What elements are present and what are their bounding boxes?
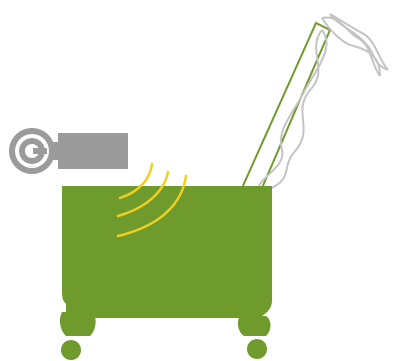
cart-leg-left xyxy=(60,312,96,336)
auger-helix-top-d xyxy=(330,14,388,70)
wheel-right xyxy=(247,339,267,359)
cart-body xyxy=(62,186,272,334)
cart-leg-right xyxy=(238,316,271,336)
pulley-hub-cut xyxy=(33,148,47,154)
auger-icon xyxy=(242,14,388,188)
wheel-left xyxy=(61,340,81,360)
cart-body-icon xyxy=(60,186,272,336)
motor-icon xyxy=(9,128,128,174)
motor-housing xyxy=(58,133,128,169)
pulley-icon xyxy=(9,128,55,174)
wheel-icon xyxy=(61,339,267,360)
